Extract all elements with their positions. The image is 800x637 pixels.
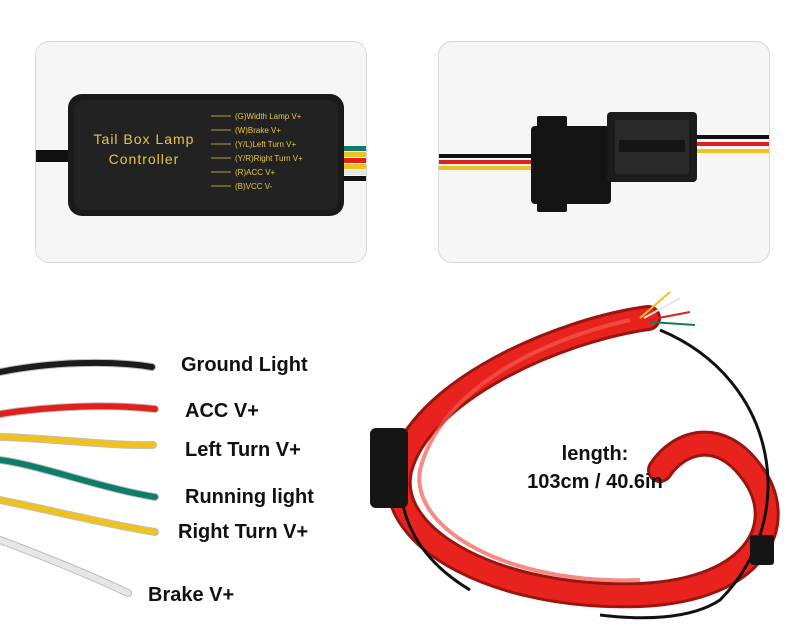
legend-wire-outline bbox=[0, 358, 156, 376]
pin-label: (B)VCC V- bbox=[235, 182, 273, 191]
pin-label: (Y/R)Right Turn V+ bbox=[235, 154, 303, 163]
legend-wire-outline bbox=[0, 536, 132, 597]
strip-length: length: 103cm / 40.6in bbox=[505, 440, 685, 496]
connector-photo-panel bbox=[438, 41, 770, 263]
connector-wires-right bbox=[689, 135, 769, 153]
pin-label: (Y/L)Left Turn V+ bbox=[235, 140, 296, 149]
controller-photo-panel: Tail Box Lamp Controller (G)Width Lamp V… bbox=[35, 41, 367, 263]
strip-controller-module bbox=[370, 428, 408, 508]
connector-photo bbox=[439, 112, 769, 212]
wire-label-right-turn: Right Turn V+ bbox=[178, 521, 309, 543]
wire-label-left-turn: Left Turn V+ bbox=[185, 439, 301, 461]
pin-label: (W)Brake V+ bbox=[235, 126, 281, 135]
legend-wire bbox=[0, 403, 158, 417]
wire-label-ground-light: Ground Light bbox=[181, 354, 308, 376]
wire-label-running-light: Running light bbox=[185, 486, 314, 508]
legend-wire-outline bbox=[0, 496, 159, 536]
wire-label-brake: Brake V+ bbox=[148, 584, 235, 606]
strip-length-value: 103cm / 40.6in bbox=[527, 471, 663, 493]
legend-wire bbox=[0, 359, 155, 375]
strip-length-label: length: bbox=[561, 443, 629, 465]
controller-output-wires bbox=[331, 146, 366, 181]
pin-label: (R)ACC V+ bbox=[235, 168, 276, 177]
legend-wire-outline bbox=[0, 456, 159, 501]
wire-label-acc: ACC V+ bbox=[185, 400, 259, 422]
controller-photo: Tail Box Lamp Controller (G)Width Lamp V… bbox=[36, 94, 366, 216]
controller-title-line1: Tail Box Lamp bbox=[94, 131, 195, 147]
legend-wire-outline bbox=[0, 433, 157, 450]
legend-wire bbox=[0, 497, 158, 535]
legend-wires bbox=[0, 358, 159, 597]
connector-plug bbox=[531, 112, 697, 212]
controller-title-line2: Controller bbox=[109, 151, 180, 167]
pin-label: (G)Width Lamp V+ bbox=[235, 112, 302, 121]
legend-wire bbox=[0, 457, 158, 500]
legend-wire-outline bbox=[0, 402, 159, 418]
connector-wires-left bbox=[439, 154, 539, 170]
legend-wire bbox=[0, 434, 156, 449]
input-cable bbox=[36, 150, 76, 162]
controller-pin-list: (G)Width Lamp V+ (W)Brake V+ (Y/L)Left T… bbox=[211, 112, 303, 191]
strip-connector bbox=[750, 535, 774, 565]
legend-wire bbox=[0, 537, 131, 596]
